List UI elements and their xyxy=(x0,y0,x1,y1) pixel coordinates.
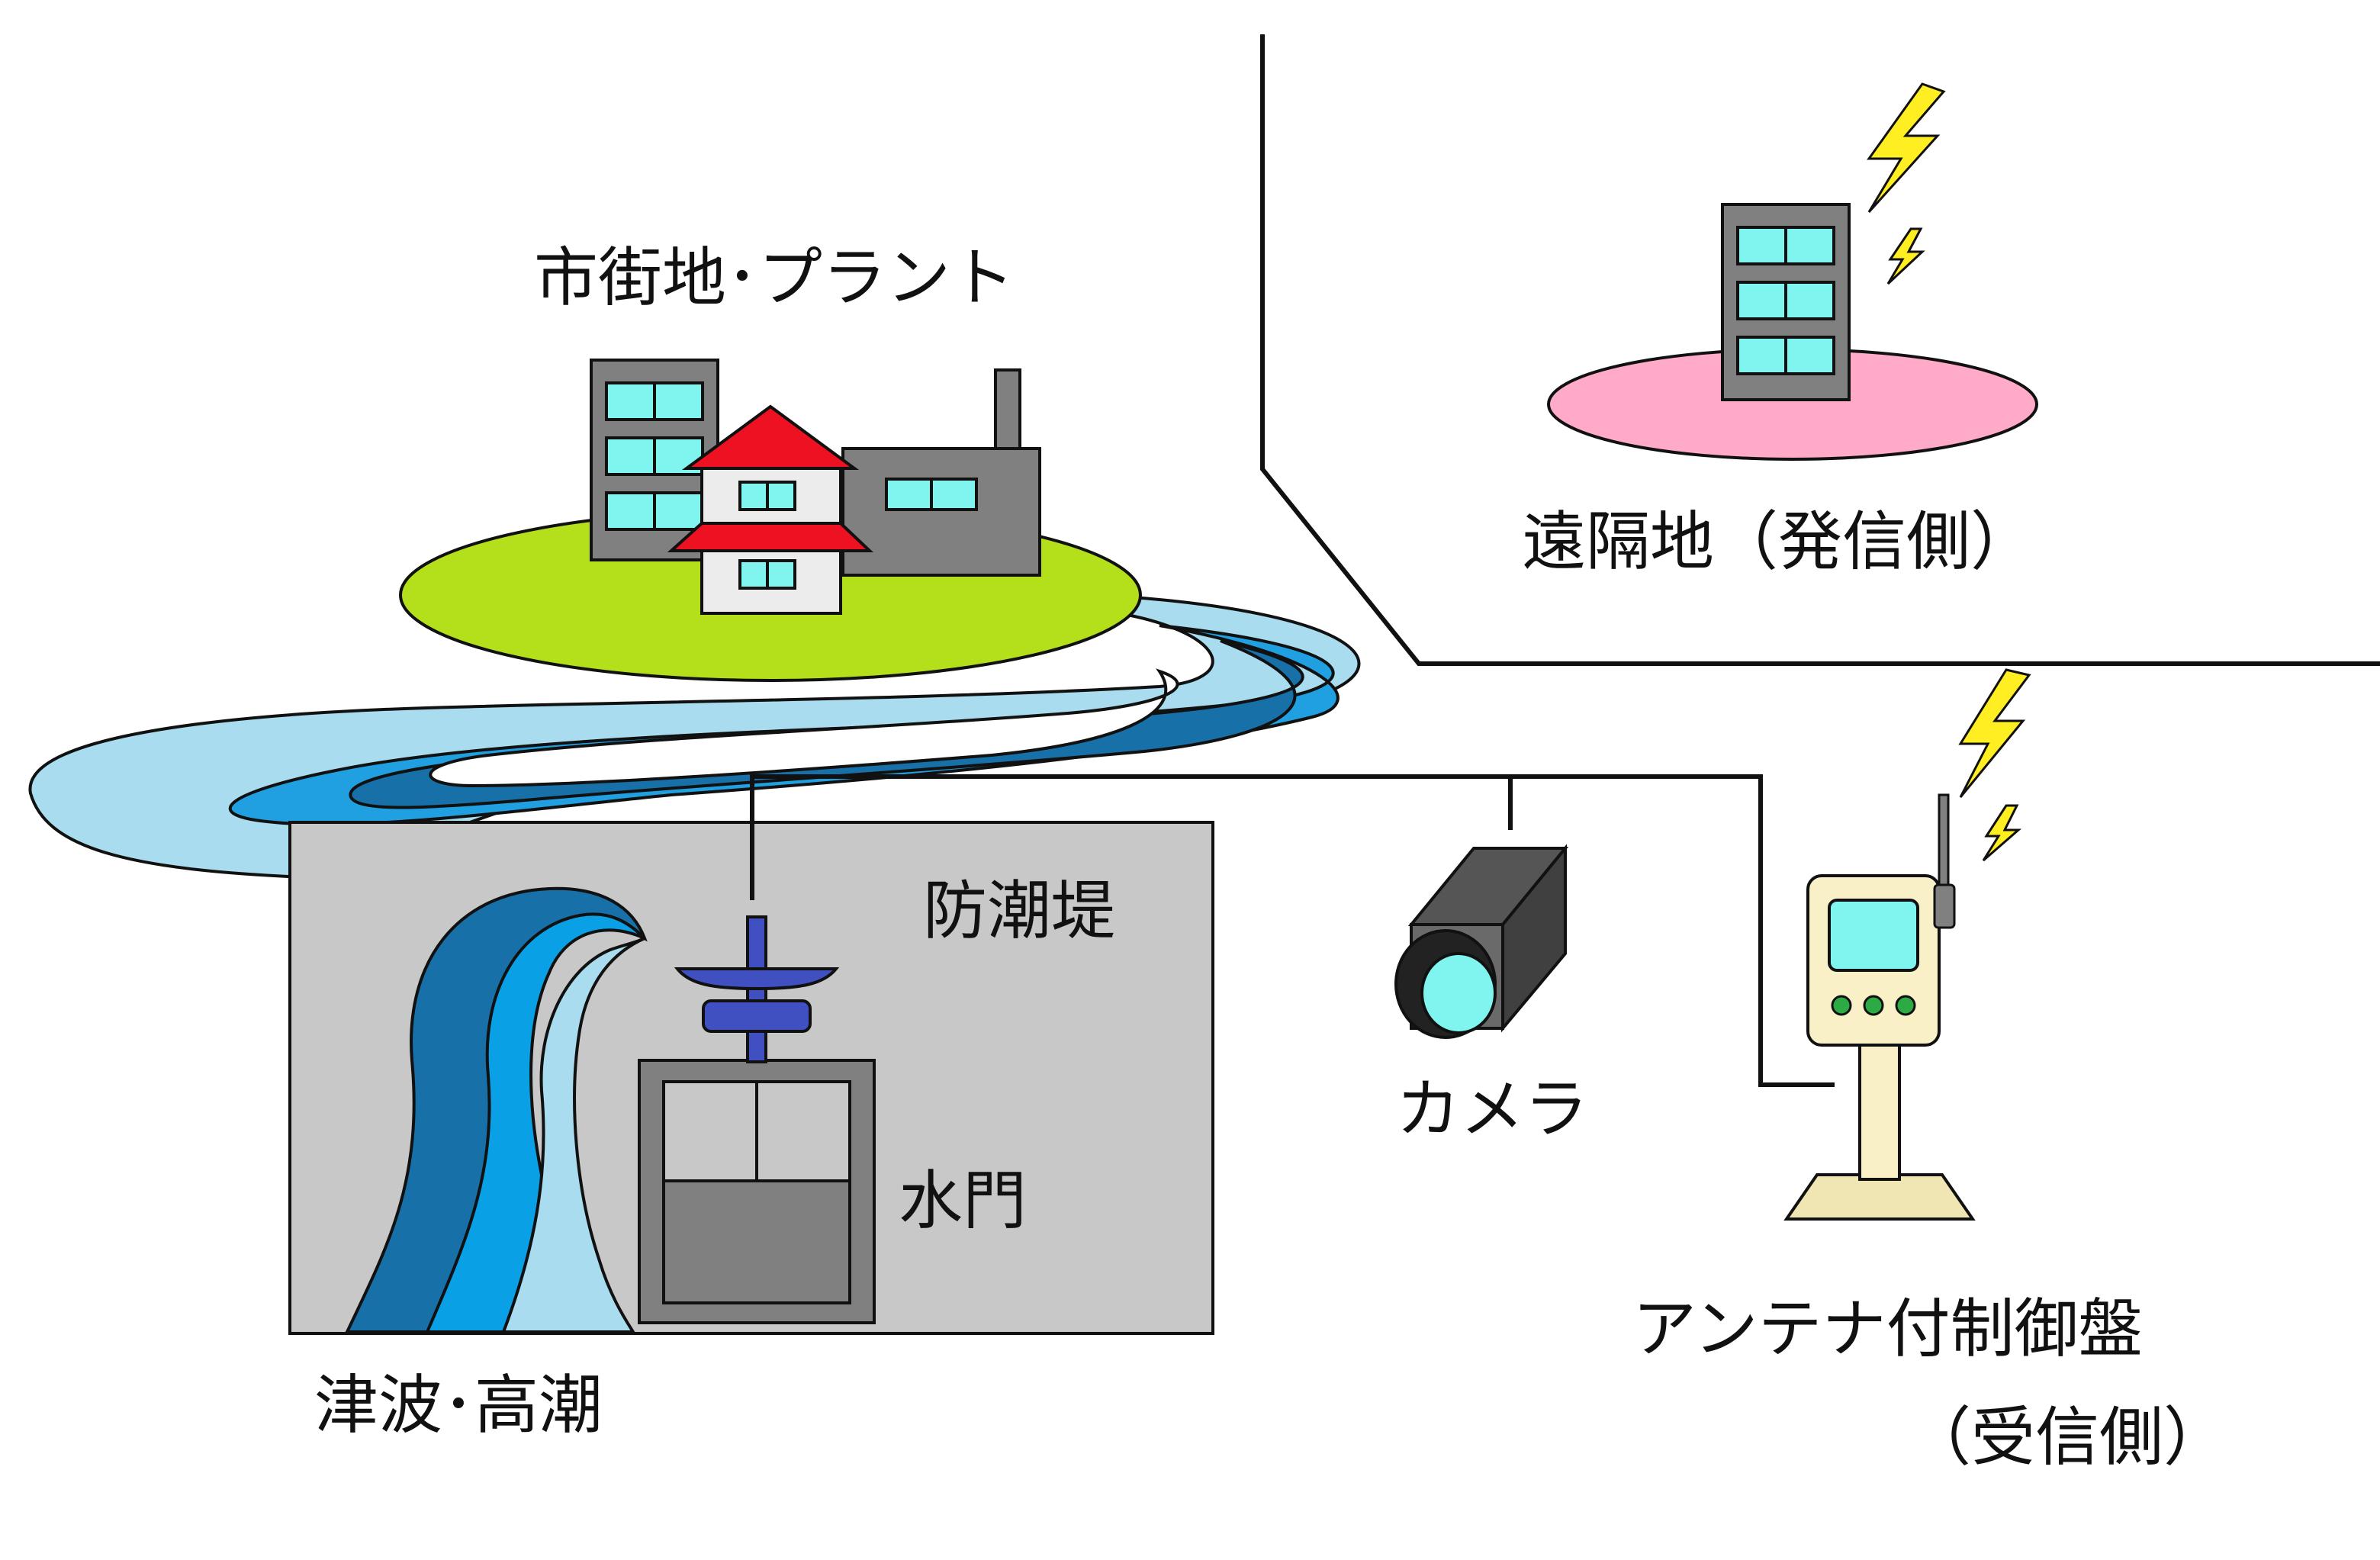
antenna-icon xyxy=(1933,793,1956,929)
remote-area-boundary xyxy=(1260,34,2380,666)
remote-label: 遠隔地（発信側） xyxy=(1522,504,2035,579)
river-icon xyxy=(28,593,1361,887)
tsunami-wave-icon xyxy=(344,886,648,1333)
control-panel-icon xyxy=(1783,874,1976,1221)
camera-label: カメラ xyxy=(1396,1072,1589,1147)
lightning-icon xyxy=(1958,668,2031,862)
camera-icon xyxy=(1394,844,1569,1039)
lightning-icon xyxy=(1867,82,1946,285)
control-panel-sublabel: （受信側） xyxy=(1907,1400,2228,1475)
house-icon xyxy=(667,404,874,615)
control-panel-label: アンテナ付制御盤 xyxy=(1632,1291,2143,1366)
signal-cable xyxy=(750,774,1835,1087)
floodgate-icon xyxy=(638,915,876,1324)
remote-building-icon xyxy=(1721,203,1851,401)
tsunami-label: 津波･高潮 xyxy=(314,1368,603,1443)
factory-icon xyxy=(841,368,1041,577)
seawall-label: 防潮堤 xyxy=(923,873,1116,948)
city-label: 市街地･プラント xyxy=(534,240,1015,315)
floodgate-label: 水門 xyxy=(899,1163,1028,1238)
